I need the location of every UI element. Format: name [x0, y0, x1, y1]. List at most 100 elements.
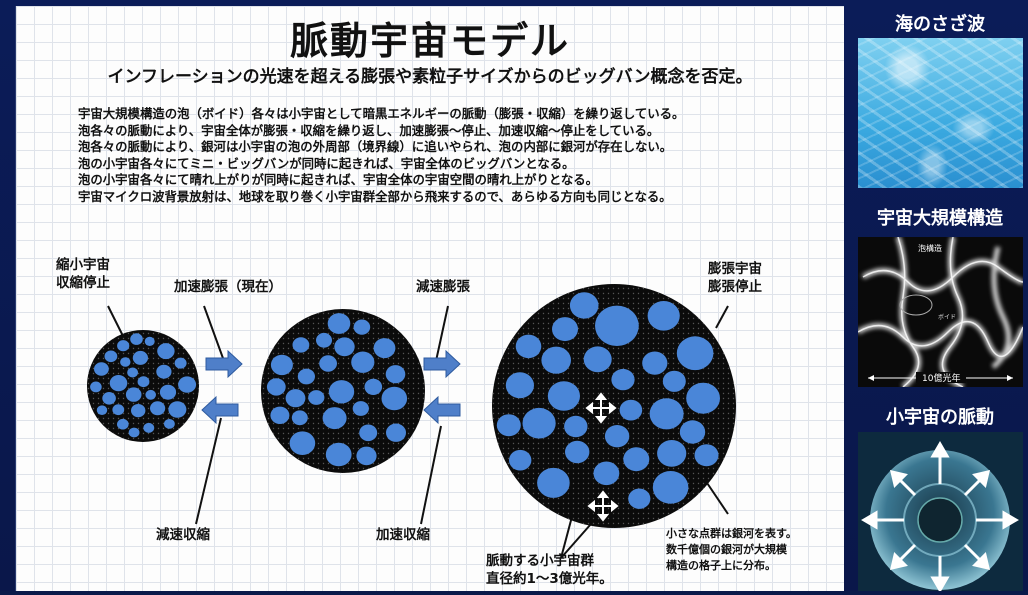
void-bubble: [686, 382, 720, 414]
void-bubble: [145, 389, 156, 400]
void-bubble: [515, 334, 542, 359]
void-bubble: [619, 399, 643, 421]
description-line: 泡の小宇宙各々にてミニ・ビッグバンが同時に起きれば、宇宙全体のビッグバンとなる。: [78, 155, 575, 171]
void-bubble: [137, 376, 150, 388]
void-bubble: [270, 354, 293, 376]
void-bubble: [266, 378, 286, 396]
void-bubble: [569, 292, 599, 319]
expanded-universe: [492, 284, 736, 528]
label-contracted: 縮小宇宙 収縮停止: [56, 257, 110, 291]
void-bubble: [564, 415, 588, 438]
void-bubble: [496, 414, 521, 437]
cosmic-scale-label: 10億光年: [922, 372, 960, 384]
void-bubble: [552, 317, 578, 342]
subtitle: インフレーションの光速を超える膨張や素粒子サイズからのビッグバン概念を否定。: [107, 67, 753, 87]
void-bubble: [132, 350, 148, 365]
void-bubble: [593, 461, 620, 486]
pointer-line: [203, 305, 225, 362]
void-bubble: [373, 338, 396, 359]
void-bubble: [128, 427, 140, 438]
void-bubble: [583, 346, 612, 373]
label-pulsing-universes: 脈動する小宇宙群 直径約1～3億光年。: [486, 553, 613, 587]
pointer-line: [420, 425, 442, 525]
void-bubble: [289, 431, 316, 456]
void-bubble: [628, 488, 651, 509]
void-bubble: [270, 406, 290, 424]
void-bubble: [130, 333, 143, 345]
void-bubble: [623, 447, 650, 472]
void-bubble: [94, 362, 109, 376]
pulse-sphere-image: [858, 432, 1023, 593]
void-bubble: [385, 365, 406, 384]
void-bubble: [328, 380, 355, 404]
void-bubble: [386, 423, 406, 442]
main-panel: 脈動宇宙モデル インフレーションの光速を超える膨張や素粒子サイズからのビッグバン…: [15, 6, 844, 591]
label-galaxies: 小さな点群は銀河を表す。 数千億個の銀河が大規模 構造の格子上に分布。: [666, 527, 797, 572]
left-arrow-icon: [201, 395, 239, 425]
void-bubble: [676, 336, 714, 371]
cosmic-web-image: 泡構造 ボイド 10億光年: [856, 236, 1026, 390]
void-bubble: [694, 444, 719, 467]
description-line: 泡各々の脈動により、宇宙全体が膨張・収縮を繰り返し、加速膨張～停止、加速収縮～停…: [78, 122, 660, 138]
label-decel-expansion: 減速膨張: [416, 279, 470, 295]
void-bubble: [308, 390, 325, 405]
void-bubble: [541, 346, 571, 374]
label-decel-contraction: 減速収縮: [156, 527, 210, 543]
void-bubble: [505, 372, 534, 399]
void-bubble: [565, 440, 590, 464]
void-bubble: [112, 404, 125, 416]
void-bubble: [156, 364, 172, 379]
void-bubble: [102, 392, 116, 405]
void-bubble: [109, 375, 128, 392]
void-bubble: [334, 337, 355, 357]
void-bubble: [285, 389, 306, 408]
void-bubble: [120, 357, 131, 367]
void-bubble: [168, 401, 187, 418]
void-bubble: [96, 405, 108, 416]
void-bubble: [117, 418, 129, 430]
void-bubble: [150, 401, 166, 416]
void-bubble: [178, 376, 197, 393]
void-bubble: [679, 420, 706, 444]
void-bubble: [356, 446, 377, 466]
void-bubble: [90, 381, 102, 393]
void-bubble: [316, 332, 332, 348]
void-bubble: [322, 407, 347, 430]
label-expanded: 膨張宇宙 膨張停止: [708, 261, 762, 295]
description-line: 泡の小宇宙各々にて晴れ上がりが同時に起きれば、宇宙全体の宇宙空間の晴れ上がりとな…: [78, 172, 599, 188]
void-bubble: [547, 381, 581, 411]
void-bubble: [359, 424, 378, 442]
void-bubble: [509, 449, 532, 471]
void-bubble: [319, 355, 337, 372]
void-bubble: [143, 422, 155, 433]
void-bubble: [327, 313, 351, 334]
void-bubble: [522, 407, 556, 439]
void-bubble: [604, 425, 630, 448]
void-bubble: [353, 319, 371, 335]
description-line: 泡各々の脈動により、銀河は小宇宙の泡の外周部（境界線）に追いやられ、泡の内部に銀…: [78, 139, 673, 155]
label-accel-expansion: 加速膨張（現在）: [174, 279, 282, 295]
right-arrow-icon: [205, 349, 243, 379]
label-accel-contraction: 加速収縮: [376, 527, 430, 543]
void-bubble: [642, 351, 668, 375]
void-bubble: [662, 370, 686, 392]
void-bubble: [104, 350, 118, 363]
right-arrow-icon: [423, 349, 461, 379]
void-bubble: [292, 337, 310, 353]
void-bubble: [144, 336, 155, 346]
void-bubble: [131, 404, 146, 418]
pulse-diagram: [87, 284, 736, 559]
page-title: 脈動宇宙モデル: [289, 19, 570, 63]
void-bubble: [652, 471, 689, 504]
pointer-line: [715, 305, 729, 329]
void-bubble: [297, 368, 315, 385]
void-bubble: [164, 419, 175, 429]
void-bubble: [647, 301, 680, 331]
contracted-universe: [87, 330, 199, 442]
void-bubble: [381, 386, 408, 411]
void-bubble: [291, 410, 308, 426]
void-bubble: [157, 343, 175, 360]
void-bubble: [611, 368, 635, 391]
cosmic-void-label: ボイド: [938, 313, 956, 321]
four-way-arrow-icon: [585, 392, 617, 424]
